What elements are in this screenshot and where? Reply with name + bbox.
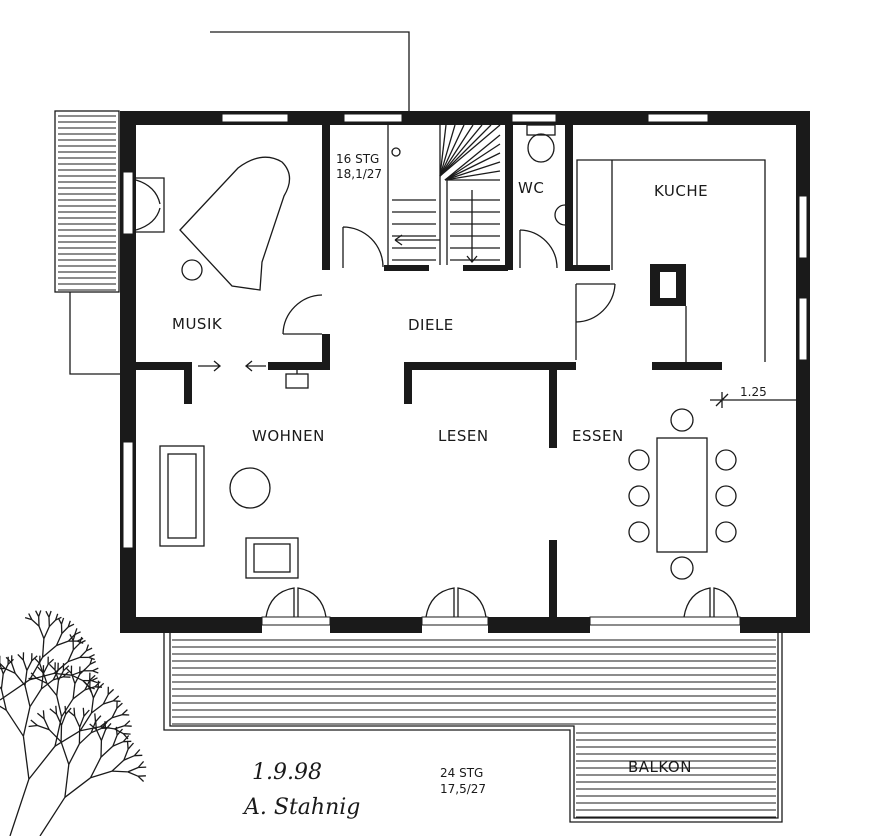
bottom-doors [261,587,741,633]
staircase: 16 STG 18,1/27 [336,124,501,265]
room-labels: MUSIK DIELE WC KUCHE WOHNEN LESEN ESSEN [172,179,708,445]
living-furniture [159,445,299,579]
room-label-wc: WC [518,179,544,197]
stair-ratio-label: 18,1/27 [336,167,382,181]
handwritten-date: 1.9.98 [252,760,322,785]
room-label-lesen: LESEN [438,427,489,445]
room-label-musik: MUSIK [172,315,223,333]
right-windows [798,195,808,361]
interior-walls [136,125,722,617]
grand-piano [134,156,291,291]
west-terrace-hatch [54,110,122,375]
lower-stair-steps: 24 STG [440,766,483,780]
doors [282,226,616,360]
dining-set [628,408,737,580]
room-label-balkon: BALKON [628,758,692,776]
balcony-deck: BALKON [163,633,783,823]
lower-stair-ratio: 17,5/27 [440,782,486,796]
room-label-diele: DIELE [408,316,454,334]
top-windows [221,113,709,123]
left-windows [122,171,134,549]
wc-fixtures [526,124,566,226]
sliding-door-arrows [198,360,309,389]
dimension-line: 1.25 [710,385,796,408]
leader-line [210,31,410,112]
room-label-essen: ESSEN [572,427,624,445]
dimension-label: 1.25 [740,385,767,399]
room-label-kuche: KUCHE [654,182,708,200]
stair-steps-label: 16 STG [336,152,379,166]
signature: A. Stahnig [242,795,360,820]
kitchen-counter [576,159,766,362]
tree-sketch [0,610,147,836]
room-label-wohnen: WOHNEN [252,427,325,445]
